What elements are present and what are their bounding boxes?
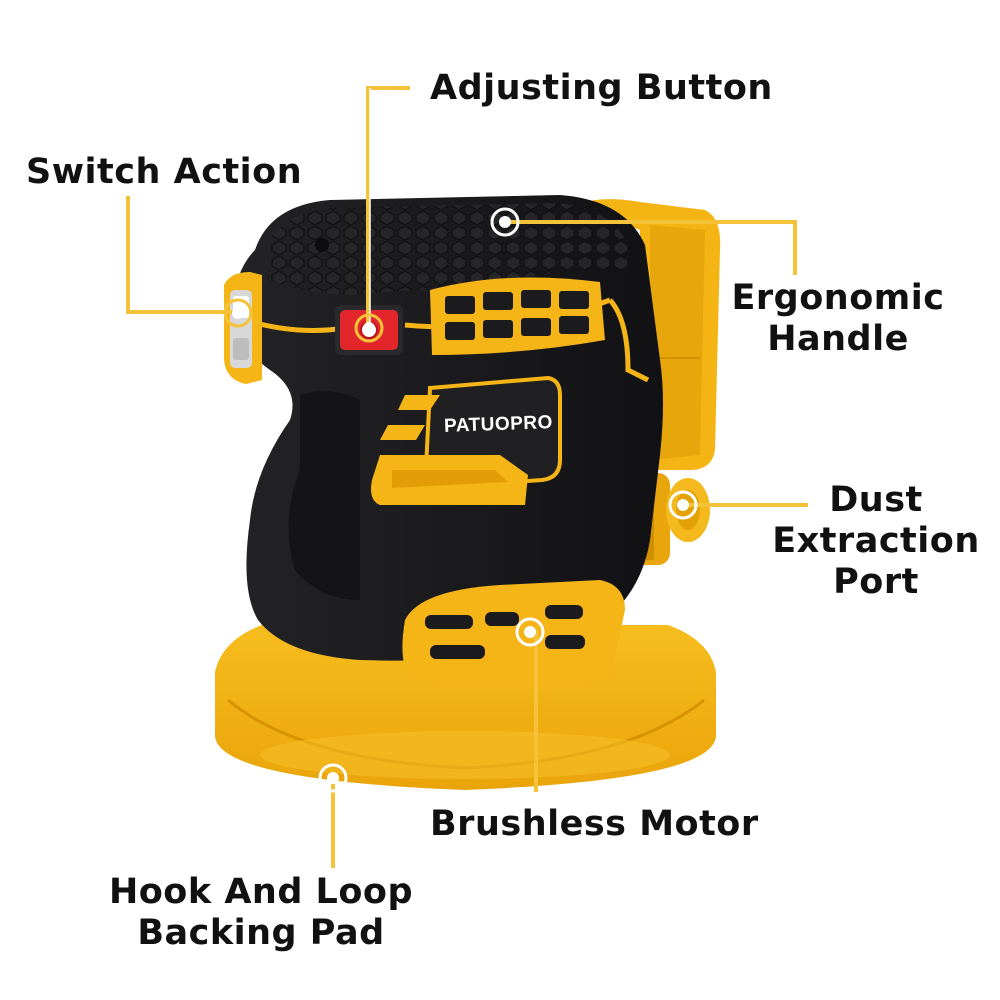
callout-label: Port [833, 562, 919, 602]
brand-logo-badge [371, 375, 562, 505]
marker-dust [668, 490, 698, 520]
callout-dust-extraction-port: Dust Extraction Port [762, 480, 990, 603]
callout-label: Brushless Motor [430, 804, 759, 844]
callout-switch-action: Switch Action [26, 152, 302, 193]
callout-adjusting-button: Adjusting Button [430, 68, 773, 109]
marker-motor [515, 617, 545, 647]
marker-pad [318, 763, 348, 793]
marker-adjusting [354, 313, 384, 343]
callout-label: Switch Action [26, 152, 303, 192]
marker-switch [223, 298, 253, 328]
callout-label: Dust [829, 480, 923, 520]
top-vent [430, 277, 605, 355]
lower-vent [402, 580, 625, 685]
callout-label: Adjusting Button [430, 68, 773, 108]
callout-label: Ergonomic [731, 278, 945, 318]
callout-label: Backing Pad [137, 913, 385, 953]
callout-ergonomic-handle: Ergonomic Handle [722, 278, 954, 360]
brand-logo-text: PATUOPRO [443, 412, 554, 437]
marker-dots [223, 207, 698, 793]
callout-label: Handle [767, 319, 909, 359]
marker-handle [490, 207, 520, 237]
callout-backing-pad: Hook And Loop Backing Pad [96, 872, 426, 954]
callout-label: Hook And Loop [108, 872, 414, 912]
switch-action [224, 272, 262, 384]
callout-label: Extraction [772, 521, 980, 561]
callout-brushless-motor: Brushless Motor [430, 804, 759, 845]
